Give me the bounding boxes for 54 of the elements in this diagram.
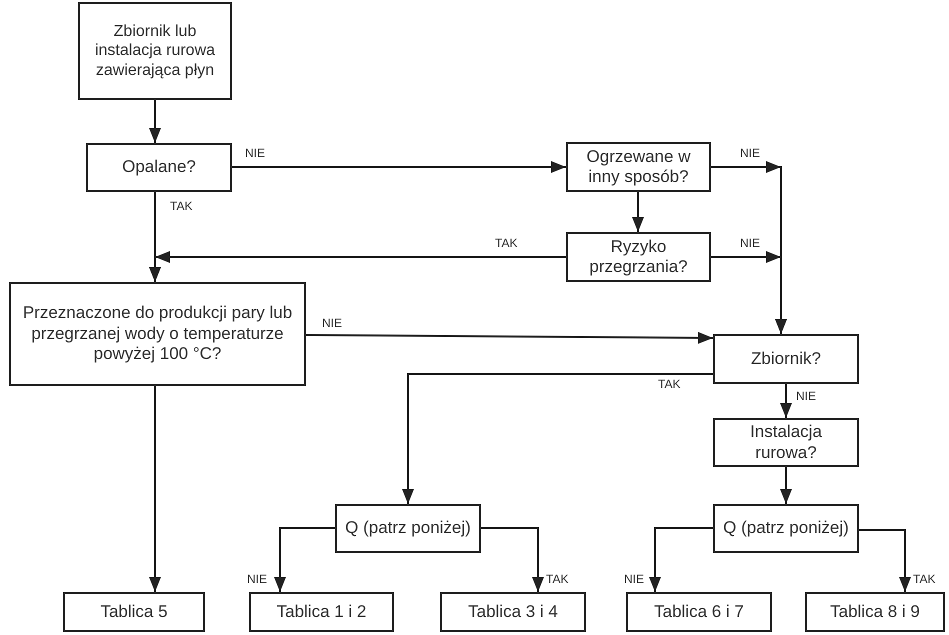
- edge-label: NIE: [322, 316, 342, 330]
- box-text: Tablica 1 i 2: [276, 602, 366, 622]
- edge-label: TAK: [495, 236, 518, 250]
- process-box: [9, 282, 306, 386]
- arrow: [780, 467, 792, 504]
- arrow: [780, 384, 792, 418]
- arrow: [149, 386, 161, 592]
- process-box: [86, 143, 232, 192]
- arrow: [149, 251, 566, 282]
- arrow: [232, 161, 566, 173]
- box-text: Tablica 6 i 7: [654, 602, 744, 622]
- box-text: Przeznaczone do produkcji pary lub przegrzanej wody o temperaturze powyżej 100 °C?: [22, 303, 294, 365]
- box-text: Q (patrz poniżej): [723, 518, 849, 539]
- arrow: [149, 100, 161, 143]
- box-text: Zbiornik lub instalacja rurowa zawierająca płyn: [94, 22, 216, 80]
- arrow: [632, 192, 644, 232]
- edge-label: NIE: [740, 236, 760, 250]
- process-box: [566, 142, 711, 192]
- process-box: [63, 592, 205, 632]
- box-text: Tablica 3 i 4: [468, 602, 558, 622]
- process-box: [805, 592, 945, 632]
- arrow: [711, 251, 787, 334]
- edge-label: NIE: [247, 572, 268, 586]
- process-box: [249, 592, 394, 632]
- arrow: [859, 529, 911, 592]
- box-text: Instalacja rurowa?: [749, 422, 823, 463]
- process-box: [713, 504, 859, 553]
- arrow: [402, 373, 713, 504]
- edge-label: NIE: [796, 389, 816, 403]
- box-text: Ogrzewane w inny sposób?: [586, 146, 692, 188]
- edge-label: TAK: [546, 572, 568, 586]
- arrow: [481, 527, 544, 592]
- edge-label: NIE: [245, 146, 266, 160]
- box-text: Ryzyko przegrzania?: [588, 236, 689, 278]
- box-text: Opalane?: [122, 157, 196, 178]
- edge-label: TAK: [913, 572, 936, 586]
- process-box: [626, 592, 772, 632]
- arrow: [274, 527, 335, 592]
- process-box: [713, 334, 859, 384]
- box-text: Tablica 5: [100, 602, 168, 622]
- arrow: [306, 332, 713, 344]
- process-box: [566, 232, 711, 282]
- box-text: Zbiornik?: [751, 348, 821, 370]
- edge-label: NIE: [740, 146, 760, 160]
- process-box: [78, 2, 232, 100]
- edge-label: TAK: [658, 377, 680, 391]
- box-text: Q (patrz poniżej): [345, 518, 471, 539]
- process-box: [440, 592, 586, 632]
- edge-label: NIE: [624, 572, 644, 586]
- box-text: Tablica 8 i 9: [830, 602, 920, 622]
- edge-label: TAK: [170, 199, 192, 213]
- arrow: [649, 527, 713, 592]
- process-box: [335, 504, 481, 553]
- process-box: [713, 418, 859, 467]
